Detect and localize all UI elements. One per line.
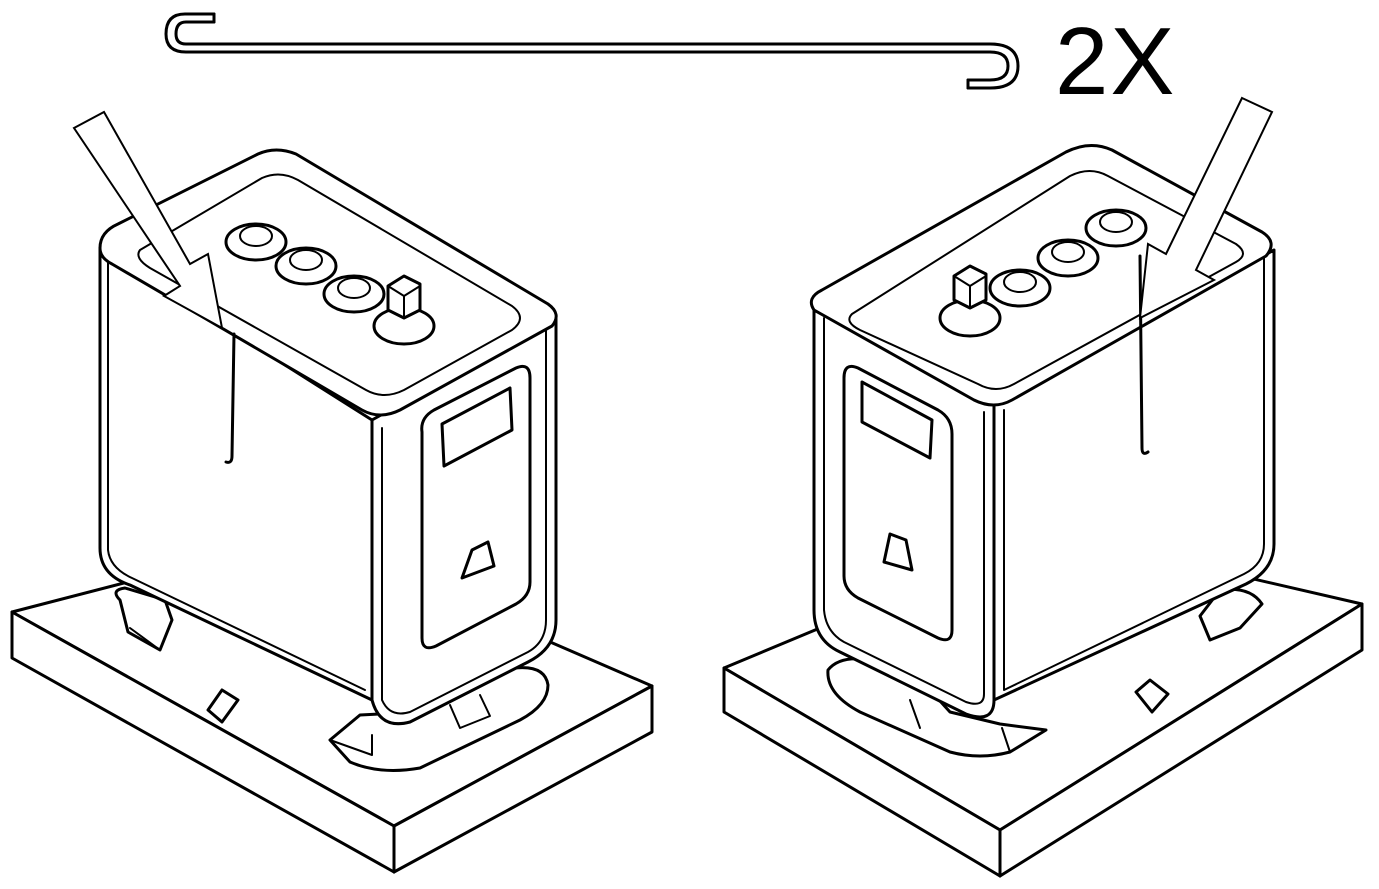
left-tank-assembly: [10, 110, 654, 874]
pointer-arrow-icon: [72, 110, 224, 330]
tank-lid: [98, 148, 558, 417]
tank-foot: [826, 657, 1048, 758]
tank-front-face: [992, 248, 1276, 702]
hooked-rod-icon: [164, 12, 1020, 90]
tank-foot: [114, 586, 174, 652]
installed-rod: [224, 332, 236, 464]
pointer-arrow-icon: [1138, 96, 1274, 320]
pallet-marking-icon: [1134, 678, 1170, 714]
quantity-label: 2X: [1055, 8, 1177, 115]
level-gauge-window: [860, 380, 934, 460]
tank-handle-icon: [882, 532, 914, 572]
tank-foot: [328, 666, 550, 772]
lid-fitting: [224, 222, 436, 346]
tank-front-face: [98, 246, 374, 702]
pallet-marking-icon: [206, 688, 240, 724]
level-gauge-window: [440, 386, 514, 468]
tank-handle-icon: [460, 540, 496, 580]
installed-rod: [1138, 254, 1150, 455]
right-tank-assembly: [722, 96, 1364, 878]
lid-fitting: [938, 208, 1148, 338]
